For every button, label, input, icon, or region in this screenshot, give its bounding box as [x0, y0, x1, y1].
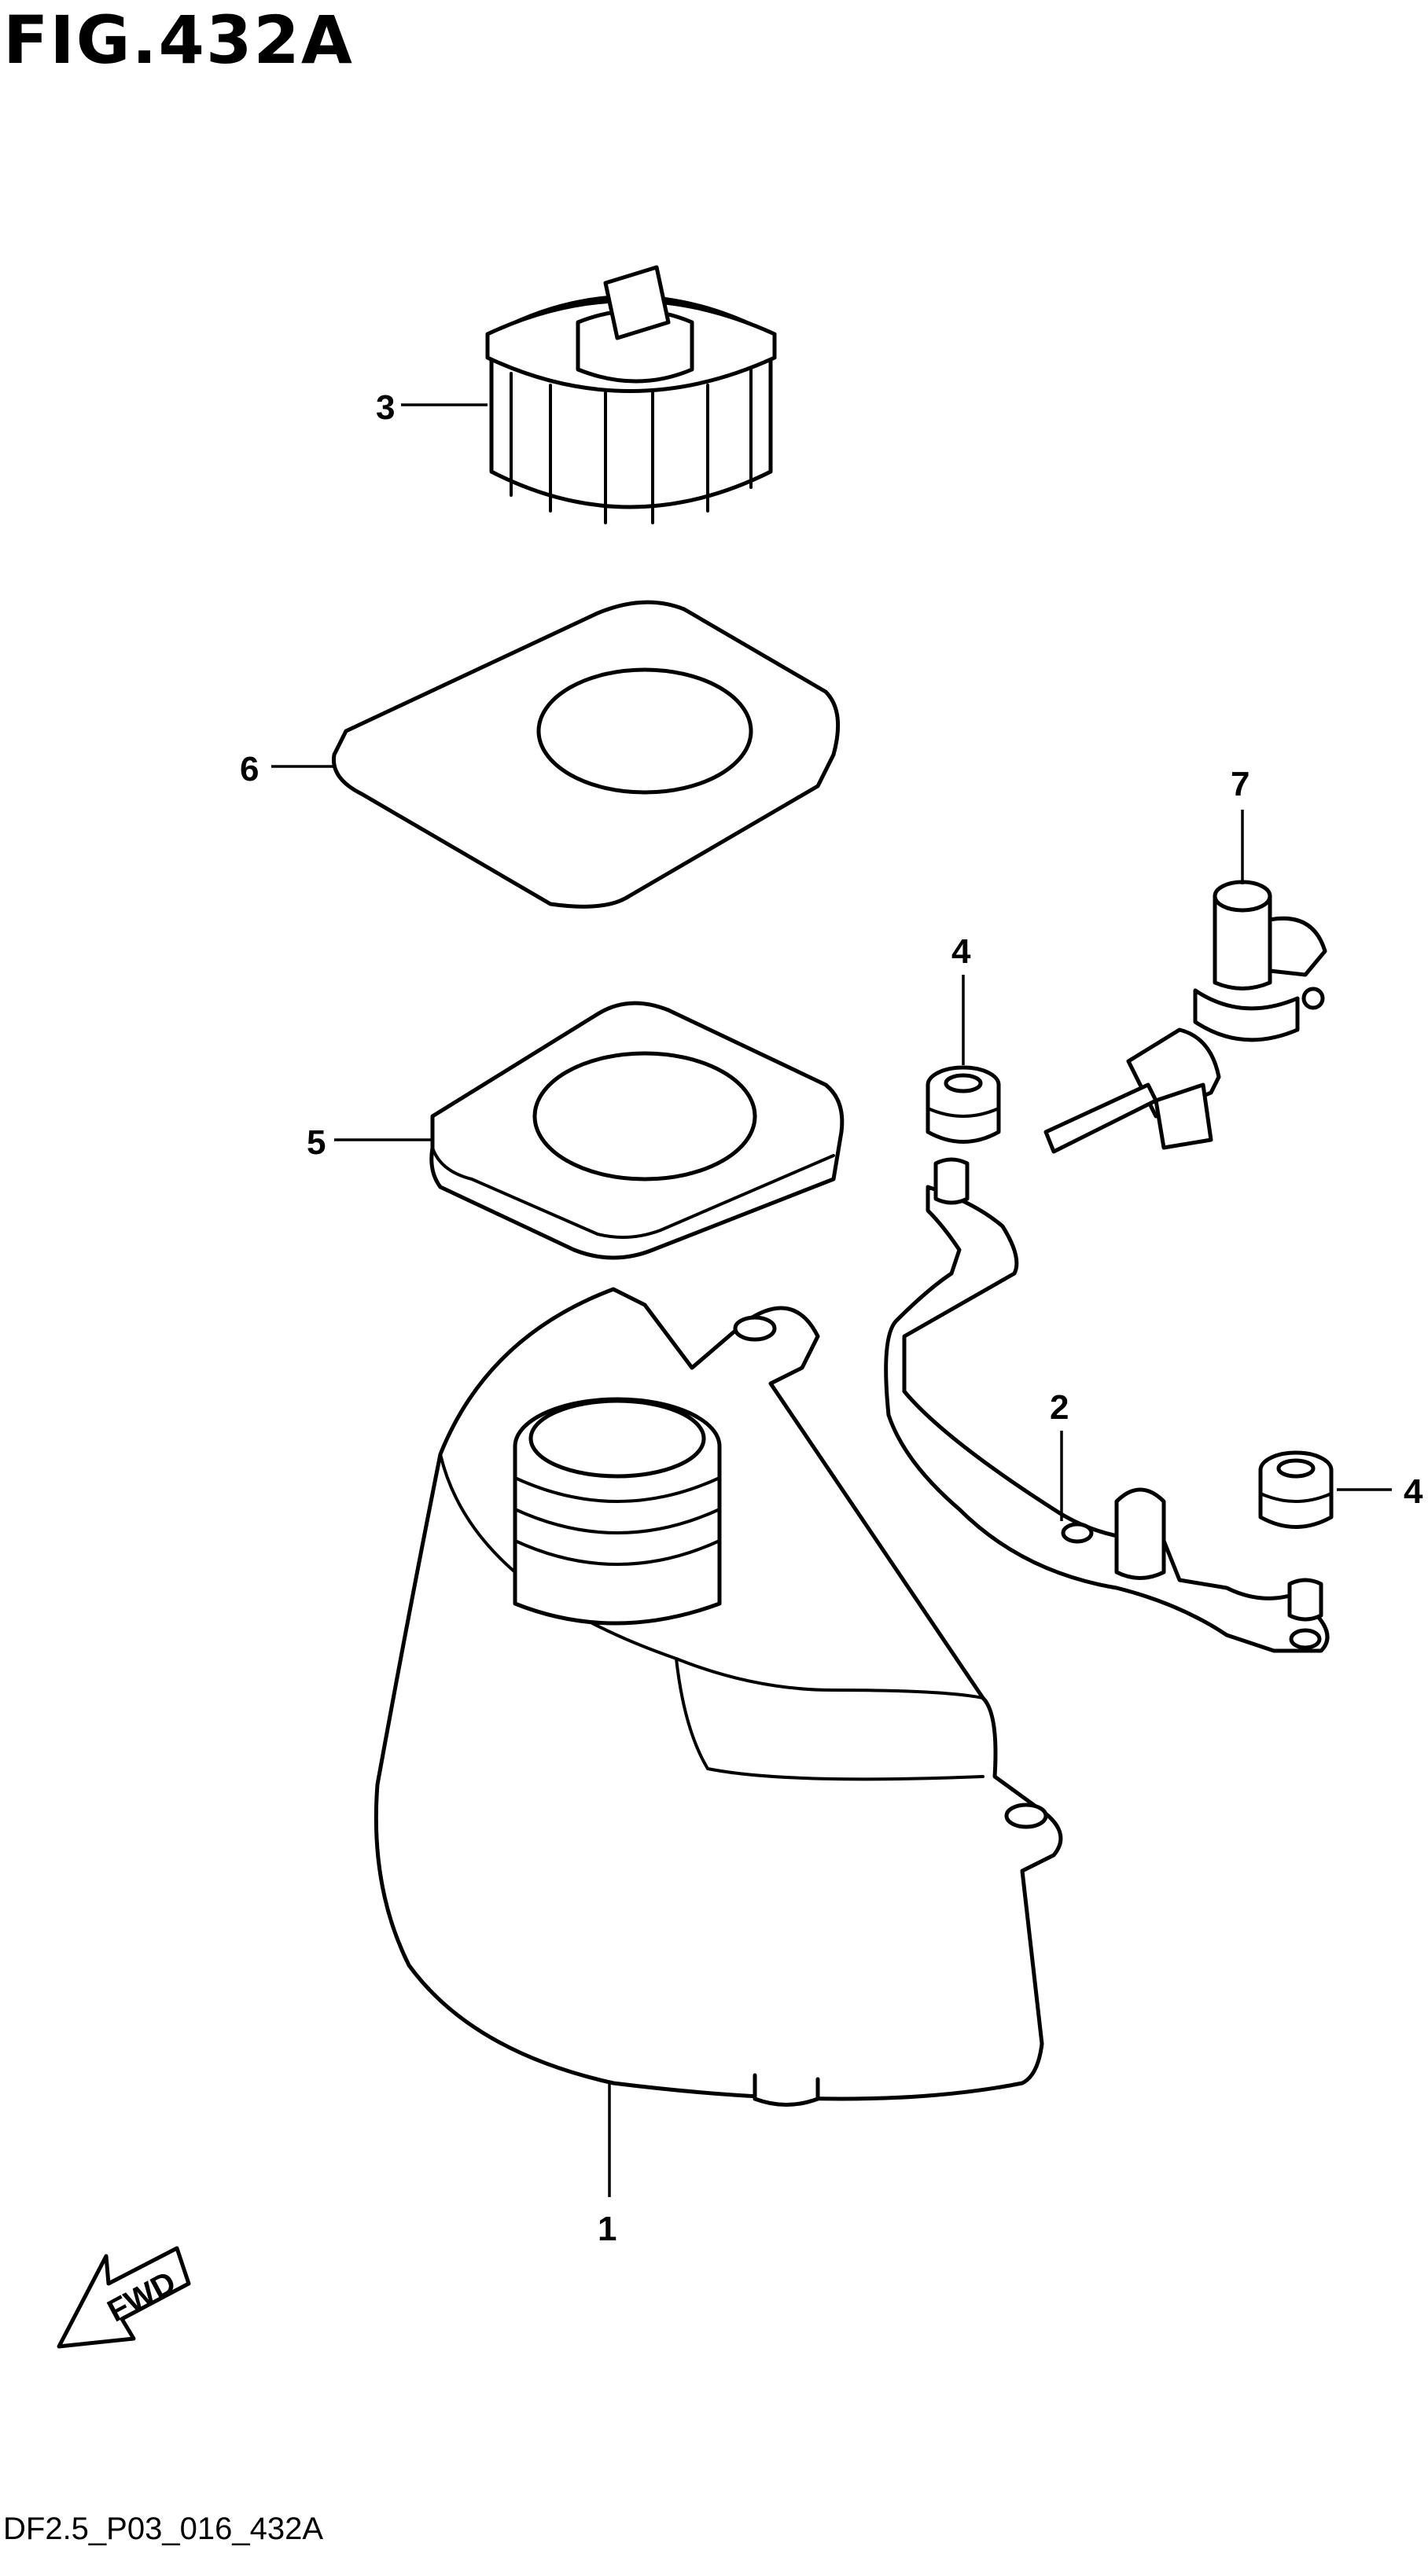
gasket-plate-part-6: [331, 600, 841, 909]
callout-4-upper: 4: [951, 932, 971, 971]
callout-4-lower: 4: [1404, 1472, 1423, 1511]
callout-5: 5: [307, 1123, 326, 1162]
drawing-code: DF2.5_P03_016_432A: [3, 2512, 323, 2546]
seal-ring-part-5: [429, 1001, 845, 1260]
fuel-pipe-part-2: [884, 1157, 1330, 1653]
grommet-part-4-lower: [1258, 1450, 1334, 1529]
fuel-tank-part-1: [374, 1287, 1063, 2107]
leader-lines: [271, 403, 1392, 2197]
callout-2: 2: [1050, 1388, 1069, 1427]
grommet-part-4-upper: [926, 1065, 1001, 1144]
figure-title: FIG.432A: [3, 2, 354, 79]
fwd-arrow-icon: FWD: [57, 2246, 191, 2349]
fuel-cock-part-7: [1043, 880, 1327, 1154]
callout-6: 6: [240, 750, 259, 788]
callout-3: 3: [376, 388, 395, 427]
callout-1: 1: [598, 2210, 616, 2248]
callout-7: 7: [1231, 765, 1250, 803]
fuel-cap-part-3: [485, 265, 777, 524]
